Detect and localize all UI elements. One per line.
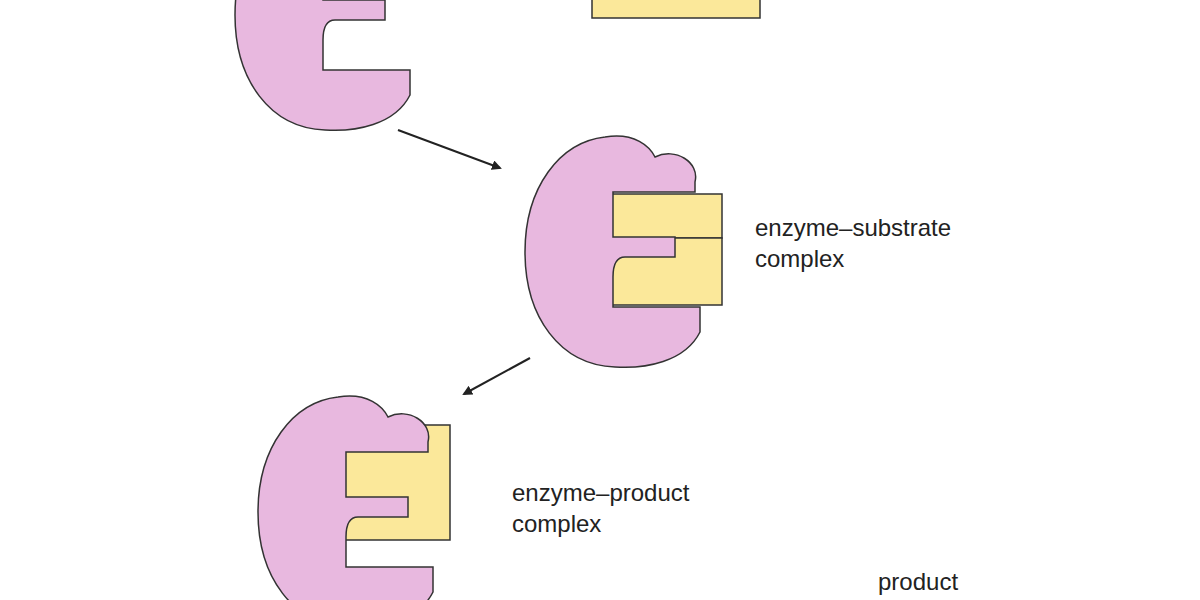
label-text: enzyme–substrate complex: [755, 212, 990, 274]
enzyme-product: [258, 396, 450, 600]
substrate: [592, 0, 760, 18]
enzyme: [235, 0, 410, 130]
enzyme-substrate: [525, 136, 722, 367]
reaction-arrow: [398, 130, 500, 168]
reaction-arrow: [464, 358, 530, 394]
label-text: product: [878, 566, 1078, 597]
label-text: enzyme–product complex: [512, 477, 737, 539]
